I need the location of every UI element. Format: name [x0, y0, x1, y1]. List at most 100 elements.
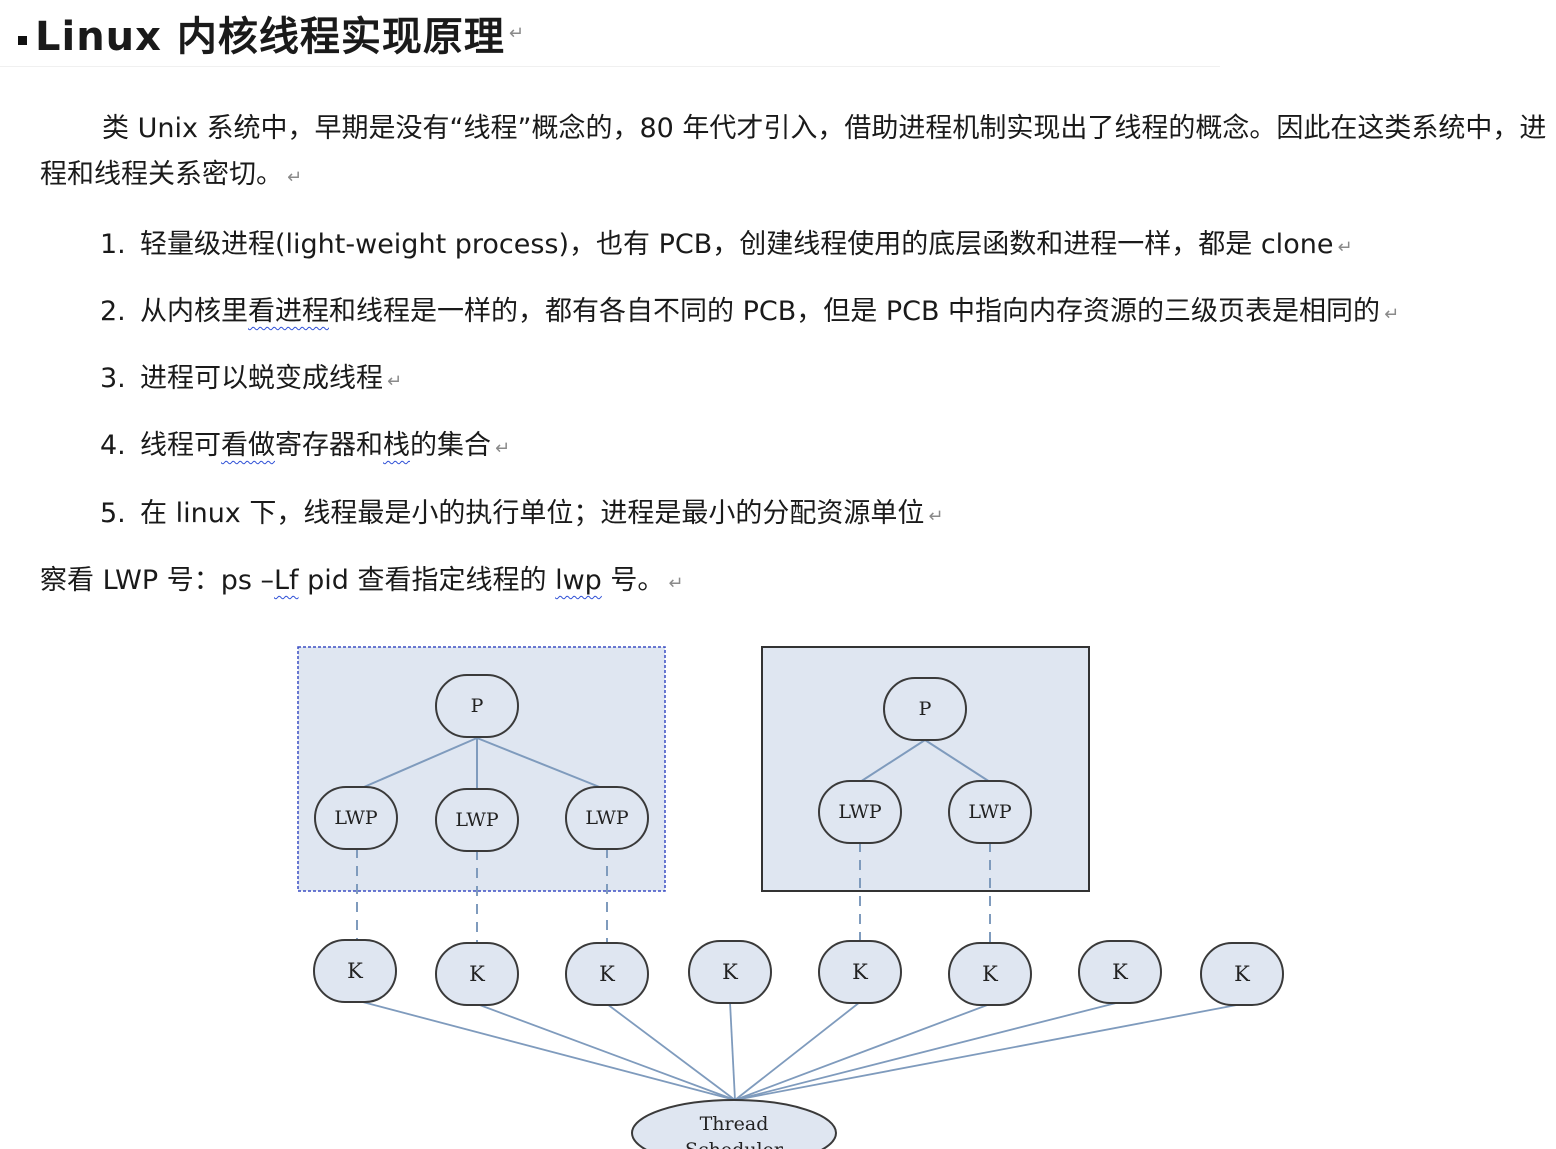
- spellcheck-squiggle: 看进程: [248, 296, 329, 327]
- kernel-node-shape: [313, 939, 397, 1003]
- process-lwp-link: [859, 739, 926, 783]
- paragraph-mark-icon: ↵: [387, 371, 403, 392]
- kernel-node-shape: [948, 942, 1032, 1006]
- kernel-thread-node: K: [313, 939, 397, 1003]
- kernel-node-label: K: [1112, 960, 1128, 984]
- lwp-node-label: LWP: [968, 801, 1011, 823]
- kernel-node-label: K: [852, 960, 868, 984]
- scheduler-label-line1: Thread: [700, 1113, 769, 1135]
- lwp-node-shape: [948, 780, 1032, 844]
- process-node-left: P: [435, 674, 519, 738]
- list-item-text: 轻量级进程(light-weight process)，也有 PCB，创建线程使…: [140, 229, 1334, 260]
- lwp-text: 号。: [601, 565, 665, 596]
- kernel-scheduler-link: [606, 1003, 736, 1101]
- process-lwp-link: [476, 737, 608, 791]
- thread-scheduler-node: Thread Scheduler: [631, 1099, 837, 1149]
- list-item-number: 3.: [100, 363, 126, 394]
- kernel-scheduler-link: [354, 999, 736, 1101]
- list-item-3: 3. 进程可以蜕变成线程↵: [100, 356, 402, 395]
- lwp-text: pid 查看指定线程的: [298, 565, 556, 596]
- process-node-right: P: [883, 677, 967, 741]
- lwp-node: LWP: [948, 780, 1032, 844]
- list-item-text: 和线程是一样的，都有各自不同的 PCB，但是 PCB 中指向内存资源的三级页表是…: [329, 296, 1381, 327]
- kernel-scheduler-link: [734, 1003, 991, 1101]
- kernel-thread-node: K: [818, 940, 902, 1004]
- lwp-node: LWP: [818, 780, 902, 844]
- list-item-5: 5. 在 linux 下，线程最是小的执行单位；进程是最小的分配资源单位↵: [100, 491, 943, 530]
- kernel-scheduler-link: [729, 1001, 736, 1101]
- header-rule: [0, 66, 1220, 67]
- kernel-node-shape: [565, 942, 649, 1006]
- kernel-node-shape: [435, 942, 519, 1006]
- page-title: Linux 内核线程实现原理 ↵: [18, 4, 525, 62]
- list-item-1: 1. 轻量级进程(light-weight process)，也有 PCB，创建线…: [100, 222, 1353, 261]
- kernel-scheduler-link: [734, 1001, 861, 1101]
- lwp-node-label: LWP: [334, 807, 377, 829]
- list-item-number: 4.: [100, 430, 126, 461]
- list-item-4: 4. 线程可看做寄存器和栈的集合↵: [100, 423, 510, 462]
- kernel-thread-node: K: [1078, 940, 1162, 1004]
- kernel-thread-node: K: [565, 942, 649, 1006]
- list-item-text: 在 linux 下，线程最是小的执行单位；进程是最小的分配资源单位: [140, 498, 925, 529]
- paragraph-mark-icon: ↵: [1337, 237, 1353, 258]
- kernel-node-label: K: [347, 959, 363, 983]
- kernel-thread-node: K: [1200, 942, 1284, 1006]
- list-item-text: 进程可以蜕变成线程: [140, 363, 383, 394]
- lwp-node-label: LWP: [585, 807, 628, 829]
- lwp-node-shape: [435, 788, 519, 852]
- list-item-number: 2.: [100, 296, 126, 327]
- spellcheck-squiggle: 栈: [383, 430, 410, 461]
- kernel-node-shape: [688, 940, 772, 1004]
- intro-text: 类 Unix 系统中，早期是没有“线程”概念的，80 年代才引入，借助进程机制实…: [40, 113, 1547, 190]
- paragraph-mark-icon: ↵: [508, 22, 525, 44]
- lwp-kernel-links: [356, 842, 991, 942]
- spellcheck-squiggle: Lf: [274, 565, 299, 596]
- heading-bullet-icon: [18, 35, 27, 45]
- paragraph-mark-icon: ↵: [287, 167, 303, 188]
- lwp-node-label: LWP: [455, 809, 498, 831]
- paragraph-mark-icon: ↵: [1384, 304, 1400, 325]
- kernel-thread-node: K: [688, 940, 772, 1004]
- lwp-node-shape: [818, 780, 902, 844]
- list-item-text: 从内核里: [140, 296, 248, 327]
- paragraph-mark-icon: ↵: [668, 573, 684, 594]
- kernel-node-label: K: [1234, 962, 1250, 986]
- lwp-node-shape: [565, 786, 649, 850]
- lwp-node: LWP: [565, 786, 649, 850]
- kernel-thread-node: K: [435, 942, 519, 1006]
- lwp-node-shape: [314, 786, 398, 850]
- spellcheck-squiggle: 看做: [221, 430, 275, 461]
- process-node-label: P: [471, 695, 484, 717]
- process-node-label: P: [919, 698, 932, 720]
- kernel-node-label: K: [599, 962, 615, 986]
- spellcheck-squiggle: lwp: [555, 565, 602, 596]
- list-item-text: 线程可: [140, 430, 221, 461]
- lwp-node-label: LWP: [838, 801, 881, 823]
- kernel-scheduler-link: [734, 1001, 1121, 1101]
- process-lwp-links: [356, 737, 991, 791]
- paragraph-mark-icon: ↵: [495, 438, 511, 459]
- kernel-scheduler-link: [476, 1003, 736, 1101]
- kernel-node-label: K: [722, 960, 738, 984]
- list-item-text: 的集合: [410, 430, 491, 461]
- process-node-shape: [435, 674, 519, 738]
- kernel-node-shape: [818, 940, 902, 1004]
- kernel-scheduler-link: [734, 1003, 1243, 1101]
- kernel-node-label: K: [469, 962, 485, 986]
- kernel-scheduler-links: [354, 999, 1243, 1101]
- lwp-node: LWP: [314, 786, 398, 850]
- list-item-2: 2. 从内核里看进程和线程是一样的，都有各自不同的 PCB，但是 PCB 中指向内…: [100, 289, 1399, 328]
- scheduler-label-line2: Scheduler: [685, 1139, 784, 1149]
- process-lwp-link: [924, 739, 991, 783]
- list-item-number: 1.: [100, 229, 126, 260]
- list-item-text: 寄存器和: [275, 430, 383, 461]
- process-lwp-link: [356, 737, 478, 791]
- list-item-number: 5.: [100, 498, 126, 529]
- paragraph-mark-icon: ↵: [928, 506, 944, 527]
- lwp-text: 察看 LWP 号：ps –: [40, 565, 274, 596]
- scheduler-node-shape: [631, 1099, 837, 1149]
- kernel-node-shape: [1200, 942, 1284, 1006]
- kernel-node-shape: [1078, 940, 1162, 1004]
- lwp-command-line: 察看 LWP 号：ps –Lf pid 查看指定线程的 lwp 号。↵: [40, 558, 684, 597]
